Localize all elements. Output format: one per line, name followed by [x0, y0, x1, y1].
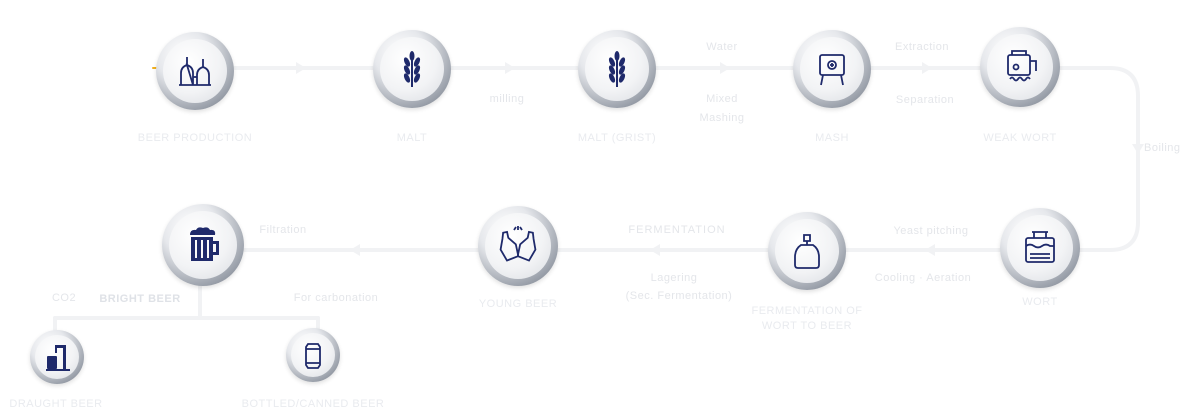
connector-bend-right — [1058, 66, 1140, 252]
node-canned-beer — [286, 328, 340, 382]
beer-can-icon — [305, 343, 321, 369]
step-sec-fermentation: (Sec. Fermentation) — [625, 290, 733, 302]
step-separation: Separation — [895, 94, 955, 106]
step-mashing: Mashing — [699, 112, 745, 124]
label-beer-production: BEER PRODUCTION — [137, 132, 253, 144]
step-extraction: Extraction — [895, 41, 949, 53]
beer-bottles-toast-icon — [499, 226, 537, 262]
arrow-4 — [922, 62, 932, 74]
step-yeast-pitching: Yeast pitching — [893, 225, 969, 237]
node-bright-beer — [162, 204, 244, 286]
label-mash: MASH — [815, 132, 849, 144]
arrow-2 — [505, 62, 515, 74]
arrow-8 — [350, 244, 360, 256]
label-canned-beer: BOTTLED/CANNED BEER — [241, 398, 385, 410]
arrow-5 — [1132, 144, 1144, 154]
node-mash — [793, 30, 871, 108]
node-young-beer — [478, 206, 558, 286]
beer-mug-icon — [190, 227, 219, 261]
label-malt-grist: MALT (GRIST) — [577, 132, 657, 144]
label-bright-beer: BRIGHT BEER — [99, 293, 181, 305]
beer-tap-icon — [46, 345, 70, 371]
arrow-1 — [296, 62, 306, 74]
step-co2: CO2 — [51, 292, 77, 304]
label-wort: WORT — [1022, 296, 1058, 308]
mash-vessel-icon — [819, 54, 845, 86]
arrow-6 — [925, 244, 935, 256]
accent-marker — [152, 67, 158, 69]
step-carbonation: For carbonation — [293, 292, 379, 304]
step-boiling: Boiling — [1144, 142, 1181, 154]
wheat-icon — [403, 51, 421, 87]
wheat-icon — [608, 51, 626, 87]
node-draught-beer — [30, 330, 84, 384]
arrow-3 — [720, 62, 730, 74]
step-milling: milling — [489, 93, 525, 105]
label-draught-beer: DRAUGHT BEER — [9, 398, 103, 410]
node-wort — [1000, 208, 1080, 288]
label-weak-wort: WEAK WORT — [983, 132, 1057, 144]
step-cooling-aeration: Cooling · Aeration — [874, 272, 972, 284]
step-mixed: Mixed — [706, 93, 738, 105]
label-fermentation: FERMENTATION OF WORT TO BEER — [751, 305, 863, 332]
node-malt — [373, 30, 451, 108]
node-beer-production — [156, 32, 234, 110]
wort-tank-icon — [1025, 231, 1055, 263]
step-water: Water — [706, 41, 738, 53]
label-young-beer: YOUNG BEER — [478, 298, 558, 310]
step-fermentation: FERMENTATION — [628, 224, 726, 236]
node-fermentation — [768, 212, 846, 290]
label-malt: MALT — [396, 132, 428, 144]
brewery-tanks-icon — [179, 57, 211, 86]
arrow-7 — [650, 244, 660, 256]
step-lagering: Lagering — [650, 272, 698, 284]
node-malt-grist — [578, 30, 656, 108]
fermenter-bottle-icon — [794, 234, 820, 269]
step-filtration: Filtration — [259, 224, 307, 236]
node-weak-wort — [980, 27, 1060, 107]
boiling-kettle-icon — [1007, 50, 1037, 82]
